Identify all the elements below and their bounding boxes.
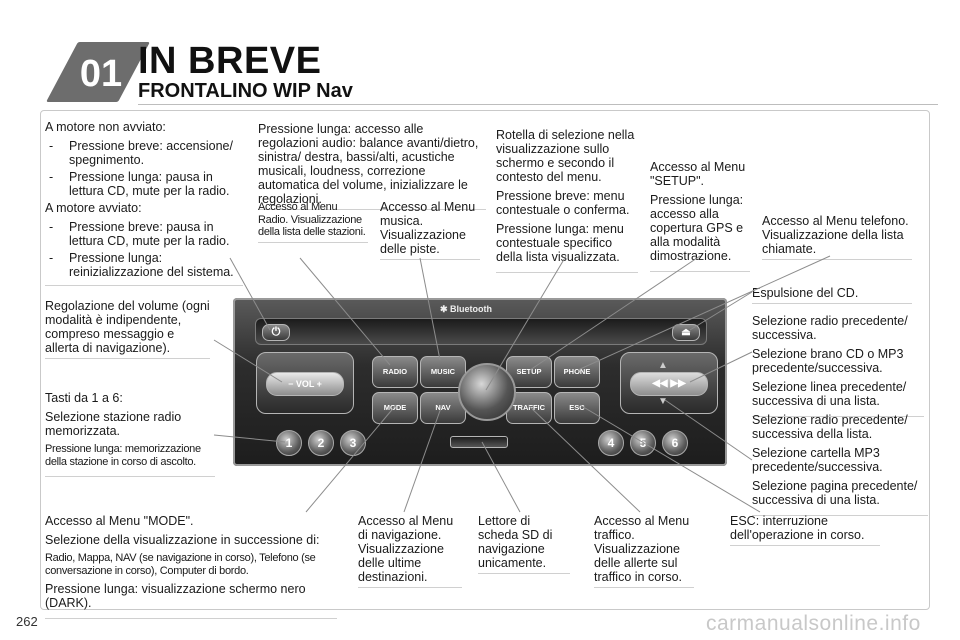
page-number: 262	[16, 614, 38, 629]
power-line: Pressione lunga: pausa in lettura CD, mu…	[49, 170, 243, 198]
label-music-menu: Accesso al Menu musica. Visualizzazione …	[380, 200, 480, 260]
page-subtitle: FRONTALINO WIP Nav	[138, 80, 353, 102]
setup-line: Pressione lunga: accesso alla copertura …	[650, 193, 744, 263]
vol-label: VOL	[295, 379, 315, 389]
rotary-selector[interactable]	[458, 363, 516, 421]
label-arrows-ud: Selezione radio precedente/ successiva d…	[752, 413, 928, 516]
bluetooth-icon: ✱	[440, 304, 451, 314]
chapter-number: 01	[79, 53, 123, 95]
phone-button[interactable]: PHONE	[554, 356, 600, 388]
sd-card-slot	[450, 436, 508, 448]
label-presets: Tasti da 1 a 6: Selezione stazione radio…	[45, 391, 215, 477]
footer-watermark: carmanualsonline.info	[706, 612, 921, 635]
rewind-icon: ◀◀	[652, 378, 668, 389]
mode-button[interactable]: MODE	[372, 392, 418, 424]
rotary-line: Pressione breve: menu contestuale o conf…	[496, 189, 630, 217]
arrows-ud-line: Selezione pagina precedente/ successiva …	[752, 479, 918, 507]
volume-knob[interactable]: − VOL +	[266, 372, 344, 396]
cd-slot	[255, 318, 707, 345]
label-volume: Regolazione del volume (ogni modalità è …	[45, 299, 210, 359]
arrow-up-icon[interactable]: ▲	[658, 360, 668, 371]
power-line: Pressione breve: accensione/ spegnimento…	[49, 139, 243, 167]
label-radio-menu: Accesso al Menu Radio. Visualizzazione d…	[258, 201, 368, 243]
power-line: A motore non avviato:	[45, 120, 166, 134]
arrows-ud-line: Selezione radio precedente/ successiva d…	[752, 413, 908, 441]
presets-line: Pressione lunga: memorizzazione della st…	[45, 443, 201, 468]
arrow-pad[interactable]: ◀◀ ▶▶	[630, 372, 708, 396]
label-esc: ESC: interruzione dell'operazione in cor…	[730, 514, 880, 546]
label-arrows-lr: Selezione radio precedente/ successiva. …	[752, 314, 924, 417]
eject-button[interactable]: ⏏	[672, 324, 700, 341]
rotary-line: Rotella di selezione nella visualizzazio…	[496, 128, 635, 184]
mode-line: Radio, Mappa, NAV (se navigazione in cor…	[45, 552, 316, 577]
power-icon: ⏻	[271, 326, 281, 338]
preset-5-button[interactable]: 5	[630, 430, 656, 456]
mode-line: Pressione lunga: visualizzazione schermo…	[45, 582, 306, 610]
power-line: Pressione lunga: reinizializzazione del …	[49, 251, 243, 279]
power-line: A motore avviato:	[45, 201, 142, 215]
label-traffic: Accesso al Menu traffico. Visualizzazion…	[594, 514, 694, 588]
preset-6-button[interactable]: 6	[662, 430, 688, 456]
preset-2-button[interactable]: 2	[308, 430, 334, 456]
label-eject: Espulsione del CD.	[752, 286, 912, 304]
arrows-lr-line: Selezione radio precedente/ successiva.	[752, 314, 908, 342]
label-nav: Accesso al Menu di navigazione. Visualiz…	[358, 514, 462, 588]
power-button[interactable]: ⏻	[262, 324, 290, 341]
fast-forward-icon: ▶▶	[670, 378, 686, 389]
mode-line: Selezione della visualizzazione in succe…	[45, 533, 320, 547]
label-mode: Accesso al Menu "MODE". Selezione della …	[45, 514, 337, 619]
bluetooth-label: Bluetooth	[450, 304, 493, 314]
arrows-lr-line: Selezione brano CD o MP3 precedente/succ…	[752, 347, 904, 375]
header-divider	[138, 104, 938, 105]
preset-4-button[interactable]: 4	[598, 430, 624, 456]
label-sd: Lettore di scheda SD di navigazione unic…	[478, 514, 570, 574]
minus-icon: −	[288, 379, 296, 389]
label-rotary: Rotella di selezione nella visualizzazio…	[496, 128, 638, 273]
power-line: Pressione breve: pausa in lettura CD, mu…	[49, 220, 243, 248]
bluetooth-logo: ✱ Bluetooth	[440, 304, 492, 315]
esc-button[interactable]: ESC	[554, 392, 600, 424]
mode-line: Accesso al Menu "MODE".	[45, 514, 194, 528]
arrows-lr-line: Selezione linea precedente/ successiva d…	[752, 380, 907, 408]
presets-line: Selezione stazione radio memorizzata.	[45, 410, 182, 438]
content-frame	[40, 110, 930, 610]
arrows-ud-line: Selezione cartella MP3 precedente/succes…	[752, 446, 883, 474]
page-title: IN BREVE	[138, 40, 322, 82]
rotary-line: Pressione lunga: menu contestuale specif…	[496, 222, 624, 264]
arrow-down-icon[interactable]: ▼	[658, 396, 668, 407]
presets-line: Tasti da 1 a 6:	[45, 391, 123, 405]
radio-button[interactable]: RADIO	[372, 356, 418, 388]
page-header	[0, 0, 960, 108]
label-power: A motore non avviato: Pressione breve: a…	[45, 120, 243, 286]
label-setup: Accesso al Menu "SETUP". Pressione lunga…	[650, 160, 750, 272]
label-long-press-audio: Pressione lunga: accesso alle regolazion…	[258, 122, 486, 210]
preset-3-button[interactable]: 3	[340, 430, 366, 456]
label-phone: Accesso al Menu telefono. Visualizzazion…	[762, 214, 912, 260]
preset-1-button[interactable]: 1	[276, 430, 302, 456]
setup-line: Accesso al Menu "SETUP".	[650, 160, 746, 188]
eject-icon: ⏏	[681, 327, 691, 338]
plus-icon: +	[314, 379, 322, 389]
